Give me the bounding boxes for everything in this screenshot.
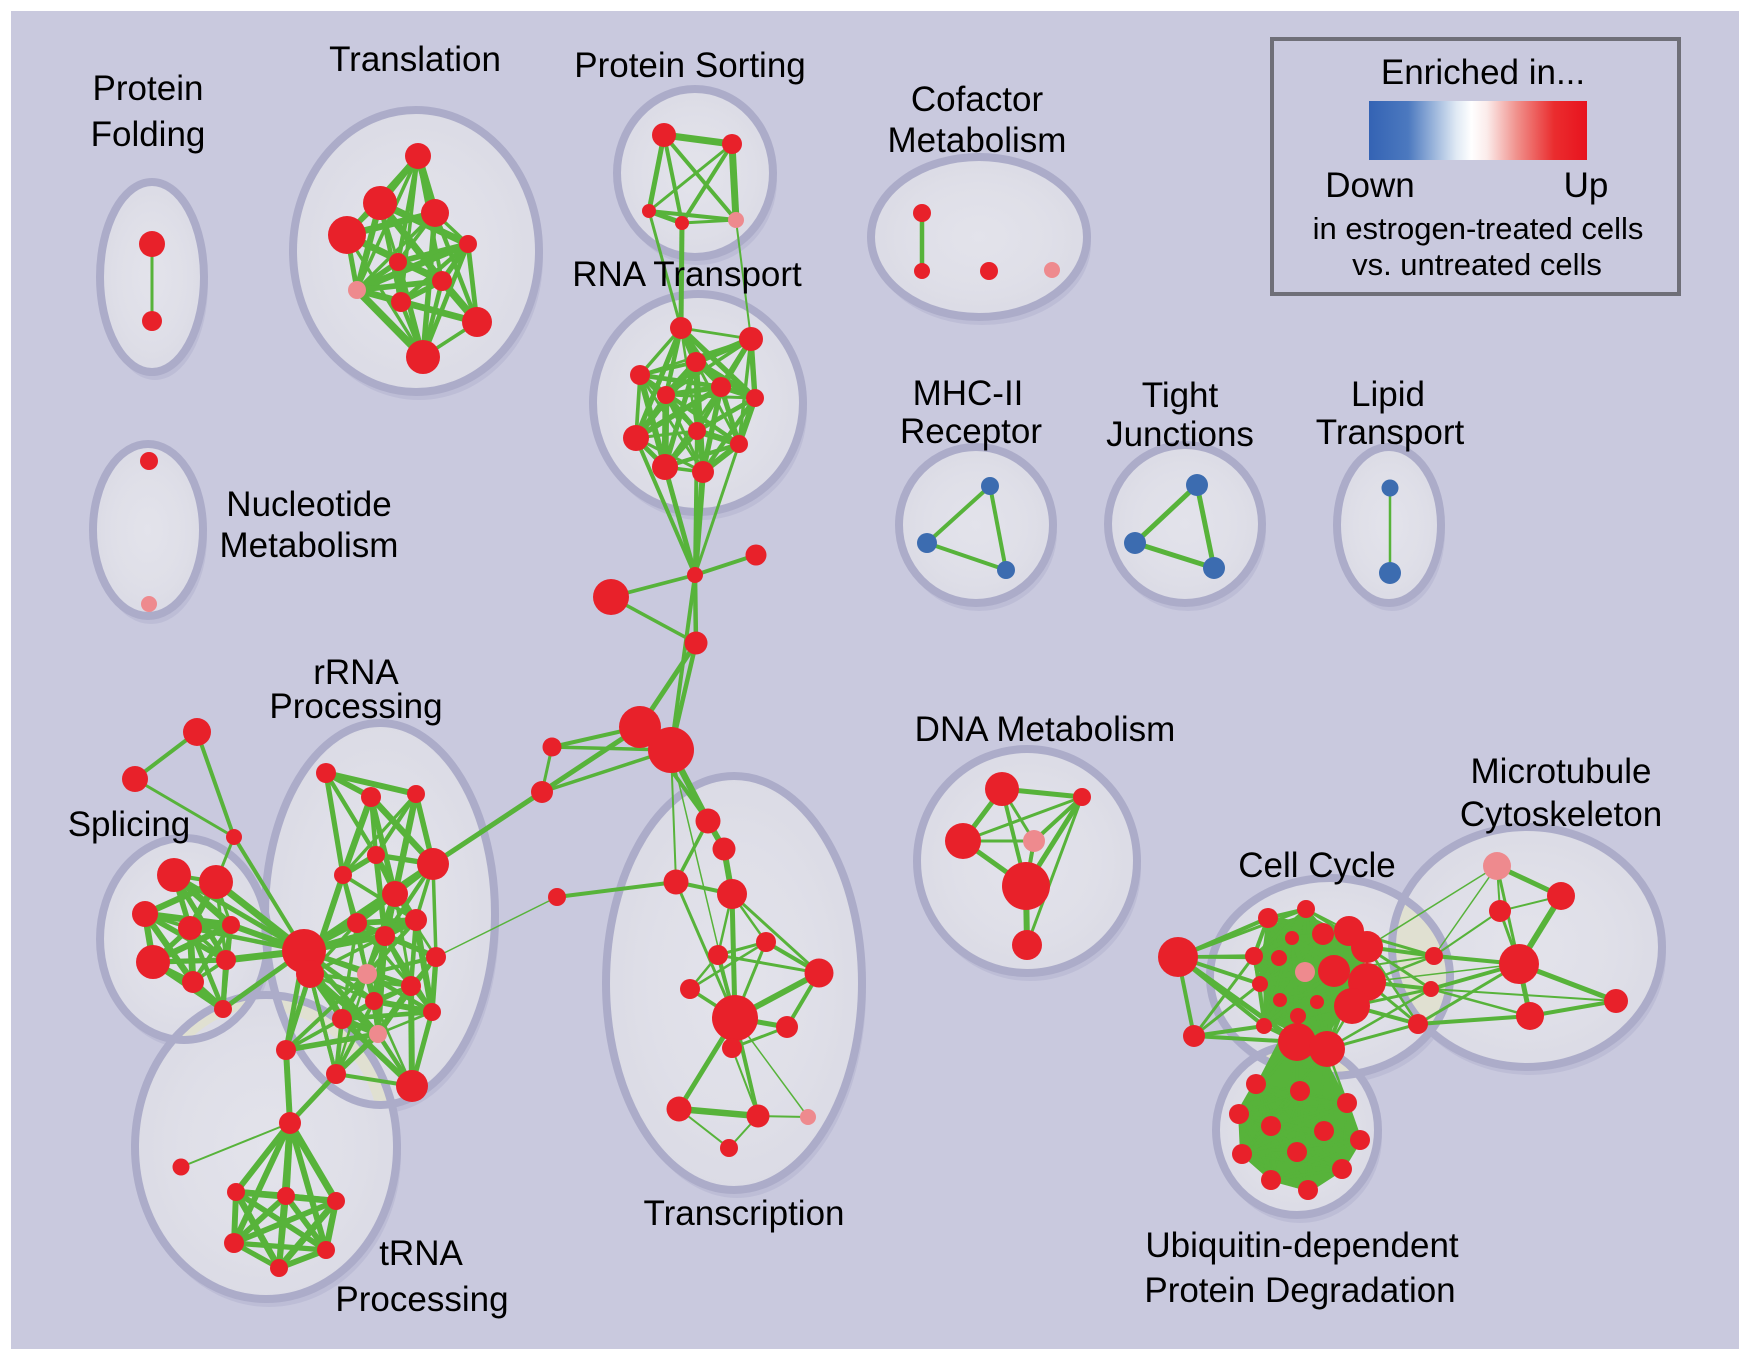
- svg-text:Folding: Folding: [91, 115, 206, 154]
- svg-text:Tight: Tight: [1142, 376, 1219, 415]
- svg-text:tRNA: tRNA: [379, 1234, 463, 1273]
- svg-text:Lipid: Lipid: [1351, 375, 1425, 414]
- svg-text:Protein: Protein: [93, 69, 204, 108]
- svg-text:Processing: Processing: [335, 1280, 508, 1319]
- svg-text:Receptor: Receptor: [900, 412, 1042, 451]
- svg-text:Protein Sorting: Protein Sorting: [574, 46, 806, 85]
- svg-text:Junctions: Junctions: [1106, 415, 1254, 454]
- svg-text:Enriched in...: Enriched in...: [1381, 53, 1585, 92]
- svg-text:Processing: Processing: [269, 687, 442, 726]
- svg-text:RNA Transport: RNA Transport: [572, 255, 802, 294]
- svg-text:Microtubule: Microtubule: [1471, 752, 1652, 791]
- svg-text:Metabolism: Metabolism: [220, 526, 399, 565]
- svg-text:Transcription: Transcription: [644, 1194, 845, 1233]
- svg-text:DNA Metabolism: DNA Metabolism: [915, 710, 1176, 749]
- svg-text:Metabolism: Metabolism: [888, 121, 1067, 160]
- svg-text:Up: Up: [1564, 166, 1609, 205]
- svg-text:Ubiquitin-dependent: Ubiquitin-dependent: [1145, 1226, 1459, 1265]
- svg-text:MHC-II: MHC-II: [913, 374, 1024, 413]
- svg-text:Cytoskeleton: Cytoskeleton: [1460, 795, 1662, 834]
- svg-text:Nucleotide: Nucleotide: [226, 485, 391, 524]
- svg-text:Cell Cycle: Cell Cycle: [1238, 846, 1396, 885]
- svg-text:rRNA: rRNA: [313, 653, 399, 692]
- svg-text:Protein Degradation: Protein Degradation: [1144, 1271, 1455, 1310]
- svg-text:Transport: Transport: [1316, 413, 1465, 452]
- svg-text:Cofactor: Cofactor: [911, 80, 1044, 119]
- svg-text:Translation: Translation: [329, 40, 501, 79]
- svg-text:Splicing: Splicing: [68, 805, 191, 844]
- svg-text:vs. untreated cells: vs. untreated cells: [1352, 247, 1602, 282]
- svg-text:in estrogen-treated cells: in estrogen-treated cells: [1313, 211, 1644, 246]
- svg-text:Down: Down: [1325, 166, 1414, 205]
